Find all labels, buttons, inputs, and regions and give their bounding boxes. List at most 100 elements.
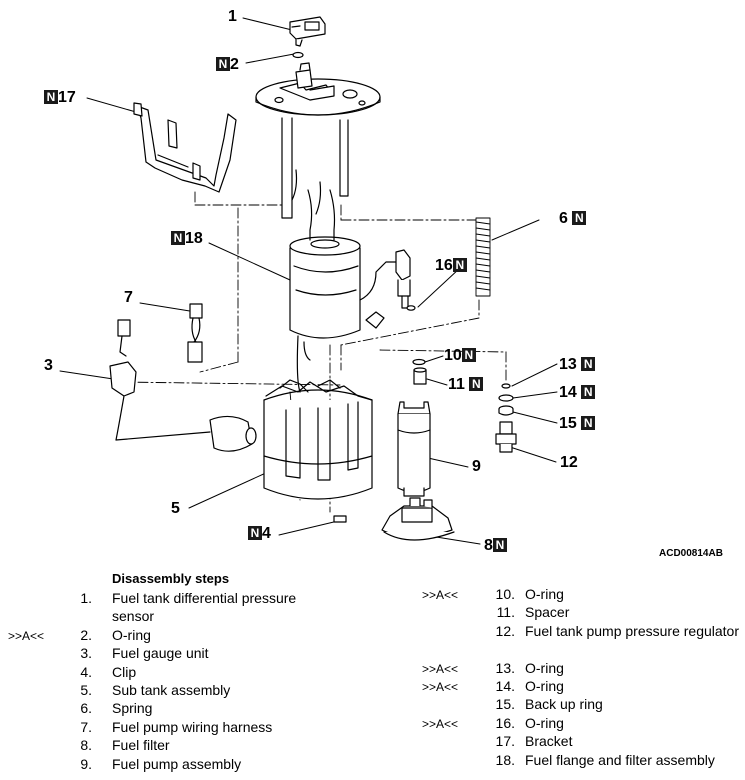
- step-item: 18. Fuel flange and filter assembly: [410, 751, 745, 769]
- step-item: 3. Fuel gauge unit: [0, 644, 360, 662]
- steps-list-right: >>A<< 10. O-ring 11. Spacer 12. Fuel tan…: [410, 585, 745, 769]
- new-part-icon: N: [171, 231, 185, 245]
- callout-1: 1: [228, 8, 237, 25]
- step-number: 8.: [80, 737, 92, 754]
- part-sub-tank-assembly: [263, 379, 373, 500]
- part-fuel-filter: [381, 497, 455, 541]
- step-item: 17. Bracket: [410, 732, 745, 750]
- steps-title: Disassembly steps: [112, 571, 230, 586]
- part-fuel-flange-filter-assembly: [255, 62, 411, 393]
- step-number: 16.: [495, 714, 515, 731]
- step-number: 15.: [495, 696, 515, 713]
- new-part-icon: N: [581, 357, 596, 371]
- exploded-view-diagram: [59, 16, 558, 545]
- step-label: O-ring: [525, 586, 564, 602]
- new-part-icon: N: [248, 526, 262, 540]
- step-number: 7.: [80, 718, 92, 735]
- callout-7: 7: [124, 289, 133, 306]
- step-mark: >>A<<: [8, 628, 45, 643]
- step-label: Bracket: [525, 733, 573, 750]
- part-o-ring-16: [406, 305, 416, 311]
- step-label: Back up ring: [525, 696, 603, 713]
- step-number: 4.: [80, 663, 92, 680]
- step-label: Fuel tank pump pressure regulator: [525, 622, 739, 639]
- step-item: 8. Fuel filter: [0, 736, 360, 754]
- step-label: O-ring: [112, 626, 151, 643]
- callout-14: 14 N: [559, 384, 596, 402]
- callout-12: 12: [560, 454, 578, 471]
- step-number: 14.: [495, 677, 515, 694]
- step-item: >>A<< 2. O-ring: [0, 626, 360, 644]
- leader-lines: [59, 17, 558, 545]
- new-part-icon: N: [581, 385, 596, 399]
- step-label: Fuel pump wiring harness: [112, 718, 273, 735]
- step-number: 5.: [80, 681, 92, 698]
- callout-3: 3: [44, 357, 53, 374]
- step-item: 9. Fuel pump assembly: [0, 755, 360, 773]
- step-item: 1. Fuel tank differential pressure senso…: [0, 589, 360, 626]
- part-o-ring-10: [412, 358, 426, 366]
- step-label: O-ring: [525, 677, 564, 694]
- step-item: 5. Sub tank assembly: [0, 681, 360, 699]
- part-o-ring-14: [498, 394, 514, 402]
- part-clip: [333, 515, 347, 523]
- new-part-icon: N: [44, 90, 58, 104]
- step-item: 6. Spring: [0, 699, 360, 717]
- step-number: 9.: [80, 755, 92, 772]
- step-mark: >>A<<: [422, 588, 459, 602]
- step-label: Spring: [112, 700, 153, 717]
- step-label: Spacer: [525, 604, 570, 621]
- steps-list-left: 1. Fuel tank differential pressure senso…: [0, 589, 360, 773]
- step-item: 15. Back up ring: [410, 695, 745, 713]
- part-bracket: [133, 102, 237, 193]
- new-part-icon: N: [216, 57, 230, 71]
- part-back-up-ring: [498, 405, 514, 416]
- step-item: 4. Clip: [0, 663, 360, 681]
- step-mark: >>A<<: [422, 679, 459, 694]
- step-label: Fuel filter: [112, 737, 170, 754]
- step-item: >>A<< 13. O-ring: [410, 659, 745, 677]
- part-differential-pressure-sensor: [289, 16, 326, 47]
- step-label: Sub tank assembly: [112, 681, 231, 698]
- step-label: O-ring: [525, 659, 564, 676]
- callout-6: 6 N: [559, 210, 587, 228]
- part-fuel-pump-wiring-harness: [187, 303, 203, 363]
- new-part-icon: N: [581, 416, 596, 430]
- new-part-icon: N: [572, 211, 587, 225]
- step-label: O-ring: [525, 714, 564, 731]
- step-item: >>A<< 14. O-ring: [410, 677, 745, 695]
- step-label: Fuel gauge unit: [112, 645, 209, 662]
- callout-9: 9: [472, 458, 481, 475]
- part-fuel-tank-pump-pressure-regulator: [495, 421, 517, 453]
- part-o-ring-13: [501, 383, 511, 389]
- part-spring: [475, 217, 491, 297]
- callout-13: 13 N: [559, 356, 596, 374]
- part-spacer: [413, 367, 427, 385]
- step-item: 11. Spacer: [410, 603, 745, 621]
- step-mark: >>A<<: [422, 716, 459, 731]
- step-label: Clip: [112, 663, 137, 680]
- step-number: 13.: [495, 659, 515, 676]
- step-number: 12.: [495, 622, 515, 639]
- step-number: 2.: [80, 626, 92, 643]
- step-mark: >>A<<: [422, 661, 459, 676]
- step-number: 11.: [496, 604, 515, 621]
- part-o-ring-2: [292, 51, 304, 59]
- step-number: 10.: [495, 586, 515, 602]
- step-label: Fuel pump assembly: [112, 755, 242, 772]
- new-part-icon: N: [452, 258, 467, 272]
- step-label: Fuel flange and filter assembly: [525, 751, 715, 768]
- new-part-icon: N: [469, 377, 484, 391]
- step-item: 12. Fuel tank pump pressure regulator: [410, 622, 745, 659]
- step-number: 3.: [80, 645, 92, 662]
- step-number: 6.: [80, 700, 92, 717]
- step-number: 17.: [495, 733, 515, 750]
- new-part-icon: N: [461, 348, 476, 362]
